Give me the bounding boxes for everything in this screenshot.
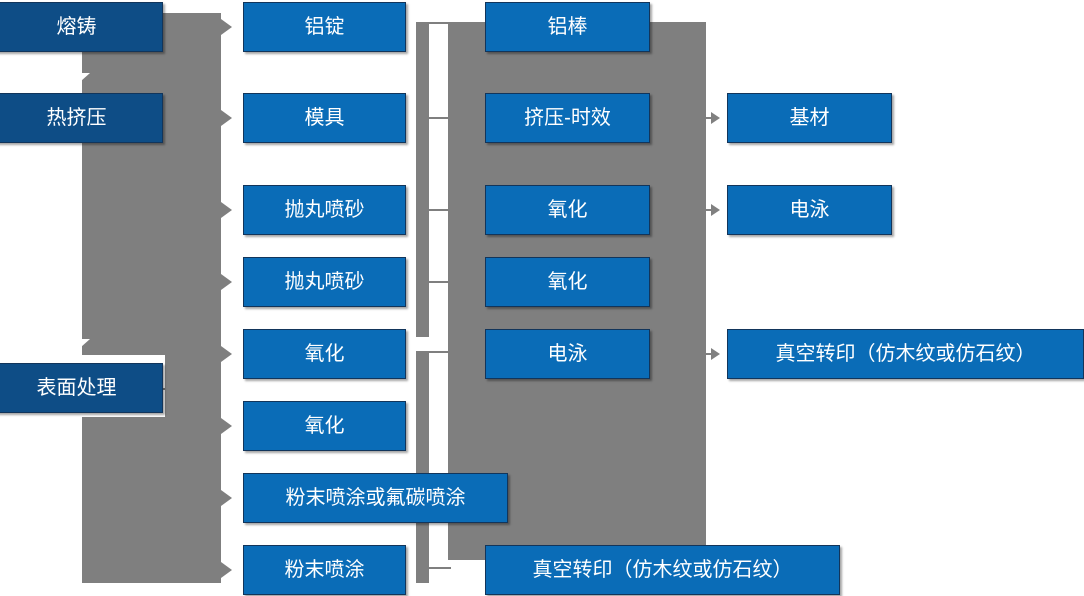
node-hot-extrusion[interactable]: 热挤压 (0, 93, 163, 143)
node-substrate[interactable]: 基材 (727, 93, 892, 143)
rung-oxidation-lower (429, 351, 451, 353)
node-powder-or-pvdf-coating[interactable]: 粉末喷涂或氟碳喷涂 (243, 473, 508, 523)
arrow-to-substrate (711, 112, 720, 124)
arrow-to-vacuum-transfer-right (711, 348, 720, 360)
connector-surface-treatment-stub (163, 388, 177, 390)
node-electrophoresis-2-label: 电泳 (789, 199, 830, 221)
rung-powder-coating (429, 567, 451, 569)
node-hot-extrusion-label: 热挤压 (46, 107, 107, 129)
rung-oxidation (429, 281, 451, 283)
node-electrophoresis-2[interactable]: 电泳 (727, 185, 892, 235)
rung-aluminum-ingot (429, 22, 451, 24)
node-shot-blasting-2-label: 抛丸喷砂 (284, 271, 365, 293)
rung-shot-blasting (429, 209, 451, 211)
node-extrusion-aging-label: 挤压-时效 (524, 107, 611, 129)
node-extrusion-aging[interactable]: 挤压-时效 (485, 93, 650, 143)
node-vacuum-transfer-printing-right-label: 真空转印（仿木纹或仿石纹） (775, 343, 1036, 365)
connector-bracket-arrow-rail (175, 13, 221, 583)
node-mold-label: 模具 (304, 107, 345, 129)
arrow-to-oxidation-2 (221, 418, 232, 434)
node-substrate-label: 基材 (789, 107, 830, 129)
arrow-stem-to-vacuum-transfer-right (706, 353, 715, 355)
arrow-to-shot-blasting-2 (221, 274, 232, 290)
node-powder-coating[interactable]: 粉末喷涂 (243, 545, 406, 595)
arrow-to-mold (221, 110, 232, 126)
node-shot-blasting-2[interactable]: 抛丸喷砂 (243, 257, 406, 307)
node-powder-coating-label: 粉末喷涂 (284, 559, 365, 581)
node-oxidation-3-label: 氧化 (547, 199, 588, 221)
node-vacuum-transfer-printing-bottom[interactable]: 真空转印（仿木纹或仿石纹） (485, 545, 840, 595)
chevron-down-icon-extrusion-to-surface (72, 339, 90, 347)
node-oxidation-1[interactable]: 氧化 (243, 329, 406, 379)
arrow-to-aluminum-ingot (221, 19, 232, 35)
node-powder-or-pvdf-coating-label: 粉末喷涂或氟碳喷涂 (285, 487, 466, 509)
node-electrophoresis-1[interactable]: 电泳 (485, 329, 650, 379)
node-surface-treatment-label: 表面处理 (36, 377, 117, 399)
arrow-to-powder-coating (221, 562, 232, 578)
node-shot-blasting-1[interactable]: 抛丸喷砂 (243, 185, 406, 235)
arrow-to-electrophoresis-2 (711, 204, 720, 216)
arrow-to-oxidation-1 (221, 346, 232, 362)
node-aluminum-bar-label: 铝棒 (547, 16, 588, 38)
node-oxidation-2[interactable]: 氧化 (243, 401, 406, 451)
node-vacuum-transfer-printing-bottom-label: 真空转印（仿木纹或仿石纹） (532, 559, 793, 581)
node-melt-cast[interactable]: 熔铸 (0, 2, 163, 52)
rung-mold (429, 117, 451, 119)
node-mold[interactable]: 模具 (243, 93, 406, 143)
node-electrophoresis-1-label: 电泳 (547, 343, 588, 365)
arrow-to-powder-or-pvdf-coating (221, 490, 232, 506)
node-oxidation-4[interactable]: 氧化 (485, 257, 650, 307)
node-oxidation-4-label: 氧化 (547, 271, 588, 293)
node-oxidation-1-label: 氧化 (304, 343, 345, 365)
node-melt-cast-label: 熔铸 (56, 16, 97, 38)
node-oxidation-3[interactable]: 氧化 (485, 185, 650, 235)
node-vacuum-transfer-printing-right[interactable]: 真空转印（仿木纹或仿石纹） (727, 329, 1084, 379)
node-shot-blasting-1-label: 抛丸喷砂 (284, 199, 365, 221)
node-aluminum-ingot[interactable]: 铝锭 (243, 2, 406, 52)
connector-thin-bar-upper (416, 22, 429, 337)
connector-thin-bar-lower (416, 351, 429, 583)
node-oxidation-2-label: 氧化 (304, 415, 345, 437)
node-aluminum-bar[interactable]: 铝棒 (485, 2, 650, 52)
node-aluminum-ingot-label: 铝锭 (304, 16, 345, 38)
arrow-stem-to-electrophoresis-2 (706, 209, 715, 211)
arrow-to-shot-blasting-1 (221, 202, 232, 218)
chevron-down-icon-melt-to-extrusion (72, 73, 90, 81)
node-surface-treatment[interactable]: 表面处理 (0, 363, 163, 413)
arrow-stem-to-substrate (706, 117, 715, 119)
